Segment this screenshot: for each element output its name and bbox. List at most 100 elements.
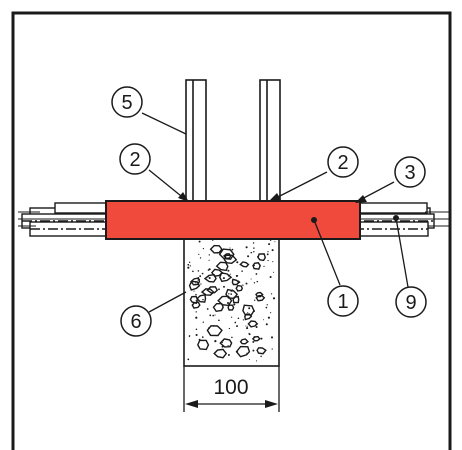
concrete-speckle — [255, 325, 258, 329]
concrete-speckle — [253, 282, 256, 284]
aggregate-pebble — [197, 339, 210, 351]
concrete-speckle — [263, 319, 265, 321]
concrete-speckle — [253, 336, 256, 339]
concrete-speckle — [267, 251, 269, 253]
concrete-speckle — [198, 278, 201, 281]
concrete-speckle — [227, 345, 229, 347]
concrete-speckle — [270, 312, 272, 314]
dimension-label: 100 — [213, 376, 248, 399]
concrete-speckle — [218, 319, 220, 322]
concrete-speckle — [193, 290, 195, 292]
callout-labels: 5 2 2 3 1 9 6 — [121, 92, 416, 333]
concrete-speckle — [198, 240, 201, 243]
concrete-speckle — [252, 349, 255, 352]
vertical-board-left — [185, 79, 207, 203]
concrete-speckle — [269, 275, 272, 279]
aggregate-pebble — [239, 338, 249, 345]
callout-label-5: 5 — [121, 92, 132, 114]
concrete-speckle — [247, 255, 250, 258]
aggregate-pebble — [225, 288, 239, 300]
aggregate-pebble — [188, 280, 201, 291]
concrete-speckle — [207, 269, 210, 271]
concrete-speckle — [271, 249, 274, 252]
concrete-speckle — [245, 282, 248, 285]
concrete-speckle — [257, 255, 259, 257]
concrete-speckle — [253, 264, 255, 267]
concrete-speckle — [227, 274, 230, 277]
concrete-speckle — [263, 265, 265, 267]
concrete-speckle — [214, 340, 217, 343]
callout-circle-5 — [111, 86, 143, 118]
aggregate-pebble — [256, 347, 267, 355]
concrete-speckle — [237, 280, 240, 283]
concrete-speckle — [253, 310, 255, 313]
concrete-speckle — [199, 275, 202, 278]
concrete-speckle — [246, 325, 248, 327]
concrete-speckle — [188, 336, 190, 338]
callout-label-1: 1 — [337, 291, 348, 313]
aggregate-pebble — [219, 272, 233, 283]
concrete-speckle — [246, 327, 249, 330]
concrete-speckle — [245, 246, 248, 249]
callout-circle-2-right — [327, 146, 359, 178]
concrete-speckle — [199, 257, 202, 259]
callout-circle-2-left — [119, 143, 151, 175]
aggregate-pebble — [222, 253, 232, 259]
concrete-speckle — [265, 306, 268, 309]
concrete-speckle — [201, 272, 204, 275]
concrete-speckle — [260, 355, 262, 358]
callout-label-6: 6 — [130, 311, 141, 333]
concrete-speckle — [268, 243, 271, 246]
concrete-speckle — [272, 297, 276, 300]
concrete-speckle — [202, 248, 204, 250]
concrete-speckle — [197, 270, 200, 272]
concrete-speckle — [247, 312, 249, 314]
concrete-speckle — [221, 345, 224, 348]
concrete-speckle — [229, 247, 231, 249]
aggregate-pebble — [251, 335, 261, 342]
concrete-speckle — [212, 314, 215, 317]
aggregate-pebble — [235, 284, 244, 292]
concrete-speckle — [272, 261, 274, 263]
aggregate-pebble — [209, 244, 223, 254]
concrete-speckle — [252, 242, 255, 244]
concrete-speckle — [208, 276, 211, 280]
concrete-speckle — [216, 251, 219, 254]
vertical-board-right — [259, 79, 281, 203]
concrete-speckle — [195, 282, 197, 284]
aggregate-pebble — [219, 338, 233, 348]
aggregate-pebble — [232, 295, 240, 304]
aggregate-pebble — [227, 304, 235, 311]
concrete-speckle — [201, 336, 204, 338]
concrete-speckle — [231, 336, 233, 339]
concrete-speckle — [195, 311, 197, 313]
aggregate-pebble — [255, 291, 264, 298]
concrete-speckle — [202, 321, 204, 323]
aggregate-pebble — [244, 313, 253, 321]
concrete-speckle — [236, 325, 238, 328]
concrete-speckle — [270, 336, 274, 339]
concrete-speckle — [206, 308, 209, 310]
callout-label-2-right: 2 — [337, 152, 348, 174]
concrete-speckle — [273, 271, 275, 273]
aggregate-pebble — [218, 248, 235, 260]
concrete-speckle — [202, 298, 204, 301]
concrete-speckle — [226, 301, 230, 305]
aggregate-pebble — [215, 261, 229, 272]
concrete-speckle — [223, 285, 225, 288]
concrete-speckle — [266, 304, 268, 306]
concrete-speckle — [187, 266, 190, 269]
concrete-speckle — [242, 284, 244, 286]
concrete-speckle — [227, 269, 230, 272]
concrete-speckle — [187, 358, 190, 361]
concrete-speckle — [188, 261, 191, 263]
concrete-speckle — [234, 321, 237, 324]
concrete-speckle — [255, 273, 258, 275]
aggregate-pebble — [242, 304, 255, 316]
aggregate-pebble — [247, 320, 259, 328]
callout-label-3: 3 — [404, 162, 415, 184]
frame-border — [11, 11, 452, 450]
concrete-speckle — [195, 328, 198, 330]
concrete-speckle — [250, 251, 253, 254]
